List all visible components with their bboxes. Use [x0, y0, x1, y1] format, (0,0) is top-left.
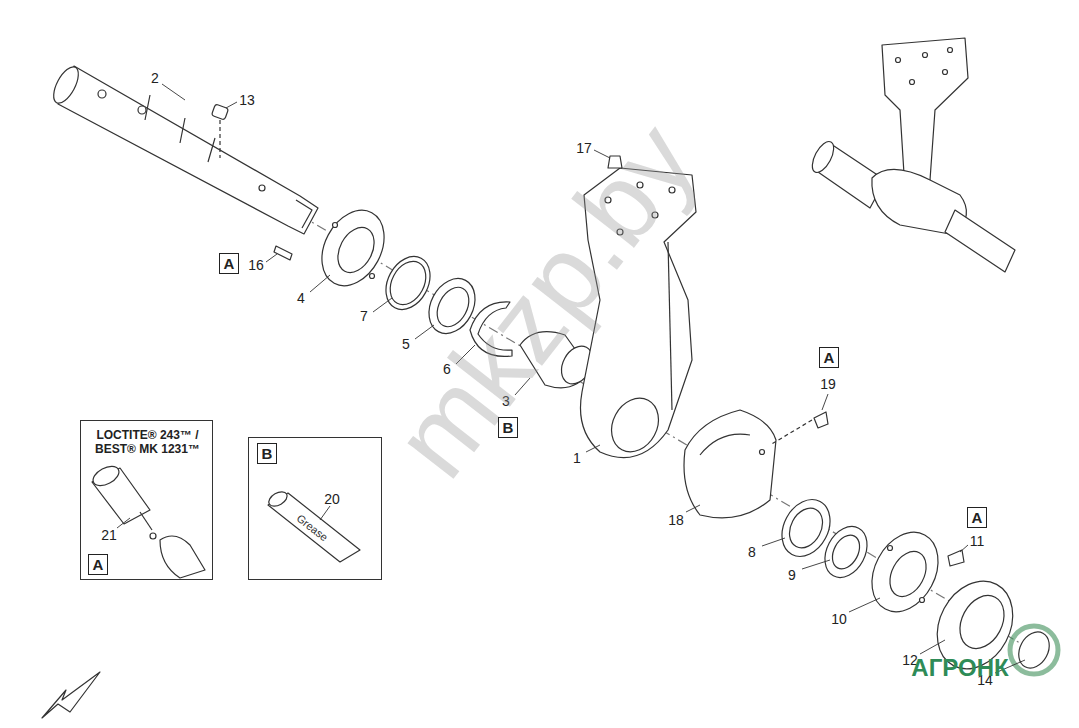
screw	[274, 246, 292, 260]
callout-number: 9	[788, 568, 796, 582]
reference-letter: A	[972, 510, 983, 525]
reference-letter: A	[824, 350, 835, 365]
screw	[948, 550, 964, 566]
reference-box: B	[257, 443, 277, 464]
callout-number: 16	[248, 258, 264, 272]
reference-letter: A	[93, 557, 104, 572]
reference-box: A	[219, 253, 239, 274]
assembled-arm	[882, 38, 968, 190]
reference-box: A	[819, 347, 839, 368]
reference-letter: B	[503, 420, 514, 435]
reference-letter: A	[224, 256, 235, 271]
circlip	[1013, 627, 1056, 674]
callout-number: 2	[151, 71, 159, 85]
key	[211, 104, 228, 120]
callout-number: 4	[297, 291, 305, 305]
direction-arrow	[42, 672, 100, 718]
shaft	[58, 66, 318, 234]
screw	[814, 412, 828, 428]
callout-number: 18	[668, 513, 684, 527]
reference-letter: B	[262, 446, 273, 461]
callout-number: 10	[831, 612, 847, 626]
nut	[817, 519, 876, 585]
shaft-end	[49, 63, 84, 107]
callout-number: 21	[101, 527, 117, 544]
bushing-band	[684, 410, 776, 518]
leader-lines	[117, 84, 1025, 673]
callout-number: 13	[239, 93, 255, 107]
hand	[160, 536, 205, 578]
product-heading: LOCTITE® 243™ / BEST® MK 1231™	[85, 428, 210, 457]
note-panel: 20 B	[248, 437, 382, 580]
callout-number: 8	[748, 545, 756, 559]
reference-box: A	[88, 554, 108, 575]
flange	[309, 200, 396, 297]
flange	[859, 521, 951, 623]
note-panel: LOCTITE® 243™ / BEST® MK 1231™ 21A	[80, 420, 213, 580]
callout-number: 7	[360, 309, 368, 323]
callout-number: 1	[573, 451, 581, 465]
callout-number: 19	[820, 377, 836, 391]
logo-text: АГРОНК	[911, 656, 1008, 680]
reference-box: A	[967, 507, 987, 528]
product-heading: 20	[324, 491, 340, 508]
reference-box: B	[498, 417, 518, 438]
callout-number: 5	[402, 337, 410, 351]
callout-number: 11	[970, 534, 985, 548]
